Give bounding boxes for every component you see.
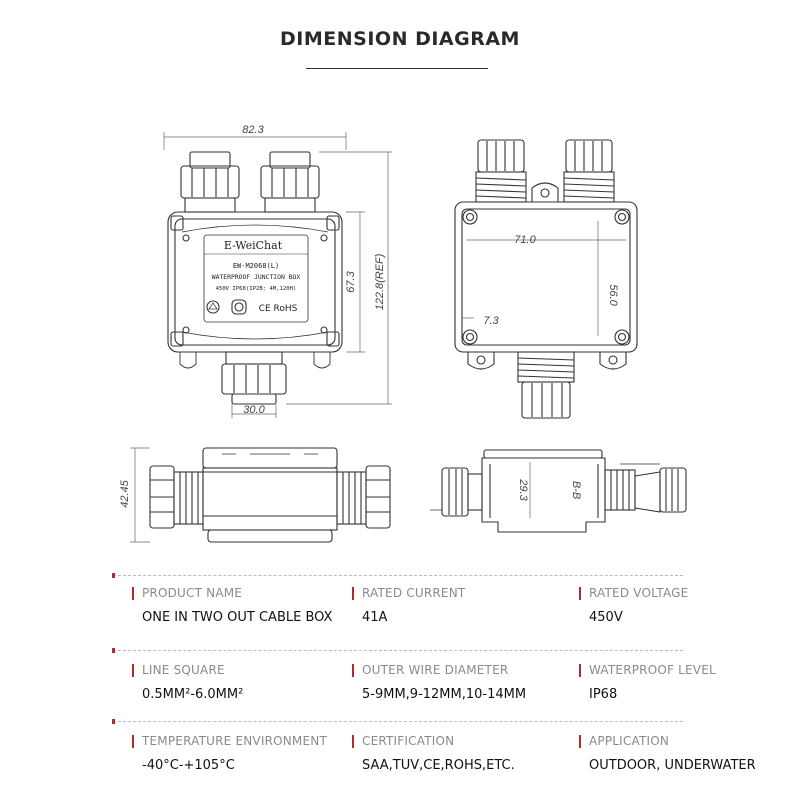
page-title: DIMENSION DIAGRAM — [280, 28, 520, 50]
separator-2 — [112, 648, 683, 653]
spec-label: CERTIFICATION — [362, 734, 455, 748]
front-top-gland-right — [260, 151, 320, 213]
interior-box-body — [454, 201, 638, 353]
front-label-brand: E-WeiChat — [224, 239, 283, 252]
section-left-gland — [441, 467, 483, 517]
interior-view — [454, 139, 638, 419]
side-view — [149, 447, 391, 543]
front-label-spec: 450V IP68(IP2B: 4M,120H) — [216, 286, 297, 292]
front-box-body — [167, 211, 343, 353]
front-bottom-gland — [221, 351, 287, 405]
separator-3 — [112, 719, 683, 724]
spec-label: RATED VOLTAGE — [589, 586, 689, 600]
interior-bottom-gland — [517, 351, 575, 419]
spec-value: -40°C-+105°C — [142, 758, 235, 773]
title-underline — [306, 68, 488, 69]
side-left-glands — [149, 465, 204, 529]
spec-label: LINE SQUARE — [142, 663, 225, 677]
safety-mark-icon — [231, 299, 247, 315]
spec-label: APPLICATION — [589, 734, 670, 748]
dim-front-body-height: 67.3 — [345, 270, 357, 292]
spec-label: WATERPROOF LEVEL — [589, 663, 716, 677]
interior-top-gland-left — [475, 139, 527, 203]
section-label: B-B — [570, 481, 582, 499]
section-right-gland — [604, 463, 687, 513]
spec-value: 450V — [589, 610, 623, 625]
dim-front-total-height: 122.8(REF) — [374, 253, 386, 310]
spec-value: IP68 — [589, 687, 618, 702]
spec-value: 41A — [362, 610, 388, 625]
dimension-drawing: E-WeiChat EW-M2068(L) WATERPROOF JUNCTIO… — [119, 124, 687, 543]
spec-value: 0.5MM²-6.0MM² — [142, 687, 244, 702]
front-label-model: EW-M2068(L) — [233, 262, 279, 270]
spec-label: PRODUCT NAME — [142, 586, 243, 600]
section-view — [430, 449, 687, 533]
spec-label: TEMPERATURE ENVIRONMENT — [142, 734, 327, 748]
spec-value: SAA,TUV,CE,ROHS,ETC. — [362, 758, 515, 773]
dim-side-height: 42.45 — [119, 479, 131, 507]
dim-section-depth: 29.3 — [517, 478, 529, 501]
dim-front-gland-width: 30.0 — [243, 404, 265, 416]
spec-label: OUTER WIRE DIAMETER — [362, 663, 509, 677]
front-label-name: WATERPROOF JUNCTION BOX — [212, 273, 301, 281]
interior-top-gland-right — [563, 139, 615, 203]
dim-interior-height: 56.0 — [607, 284, 619, 306]
section-body — [481, 457, 606, 533]
front-view — [167, 151, 343, 405]
front-top-gland-left — [180, 151, 240, 213]
spec-value: OUTDOOR, UNDERWATER — [589, 758, 756, 773]
dim-front-width: 82.3 — [242, 124, 264, 136]
spec-value: 5-9MM,9-12MM,10-14MM — [362, 687, 527, 702]
spec-label: RATED CURRENT — [362, 586, 466, 600]
rcm-mark-icon — [206, 300, 220, 314]
separator-1 — [112, 573, 683, 578]
spec-value: ONE IN TWO OUT CABLE BOX — [142, 610, 333, 625]
side-right-glands — [336, 465, 391, 529]
dim-interior-wall: 7.3 — [483, 315, 499, 327]
dim-interior-width: 71.0 — [514, 234, 536, 246]
front-label-cert: CE RoHS — [259, 304, 298, 314]
